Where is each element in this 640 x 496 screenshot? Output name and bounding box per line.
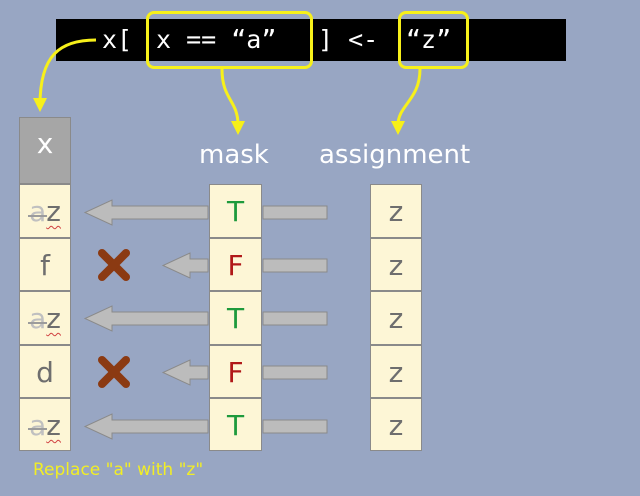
row5-arrows — [83, 413, 328, 440]
curved-arrow-to-x — [38, 38, 97, 106]
x-cell-5: az — [19, 398, 71, 451]
old-value: a — [28, 399, 48, 452]
row2-arrows — [161, 252, 328, 279]
new-value: z — [46, 195, 61, 228]
assign-cell-4: z — [370, 345, 422, 398]
old-value: a — [28, 185, 48, 239]
code-open: x[ — [102, 25, 133, 54]
row4-arrows — [161, 359, 328, 386]
mask-label: mask — [199, 140, 269, 170]
mask-cell-5: T — [209, 398, 262, 451]
x-cell-3: az — [19, 291, 71, 345]
assign-cell-5: z — [370, 398, 422, 451]
assign-cell-1: z — [370, 184, 422, 238]
mask-cell-2: F — [209, 238, 262, 291]
value-highlight — [398, 11, 469, 69]
x-cell-2: f — [19, 238, 71, 291]
x-cell-4: d — [19, 345, 71, 398]
code-value: “z” — [406, 25, 452, 54]
mask-cell-3: T — [209, 291, 262, 345]
condition-highlight — [146, 11, 313, 69]
new-value: z — [46, 409, 61, 442]
row3-arrows — [83, 305, 328, 332]
curved-arrow-to-assignment — [396, 68, 422, 126]
curved-arrow-head-mask — [231, 121, 245, 135]
assignment-label: assignment — [319, 140, 471, 170]
cell-value: f — [40, 249, 50, 282]
curved-arrow-to-mask — [220, 68, 240, 126]
row1-arrows — [83, 199, 328, 226]
x-column-header: x — [19, 117, 71, 184]
mask-cell-4: F — [209, 345, 262, 398]
cross-icon-row4 — [98, 356, 130, 388]
code-assign-op: ] <- — [318, 25, 379, 54]
caption: Replace "a" with "z" — [33, 460, 204, 480]
curved-arrow-head-x — [33, 98, 47, 112]
code-condition: x == “a” — [156, 25, 277, 54]
assign-cell-2: z — [370, 238, 422, 291]
x-cell-1: az — [19, 184, 71, 238]
mask-cell-1: T — [209, 184, 262, 238]
cross-icon-row2 — [98, 249, 130, 281]
cell-value: d — [36, 356, 54, 389]
curved-arrow-head-assignment — [391, 121, 405, 135]
old-value: a — [28, 292, 48, 346]
new-value: z — [46, 302, 61, 335]
assign-cell-3: z — [370, 291, 422, 345]
